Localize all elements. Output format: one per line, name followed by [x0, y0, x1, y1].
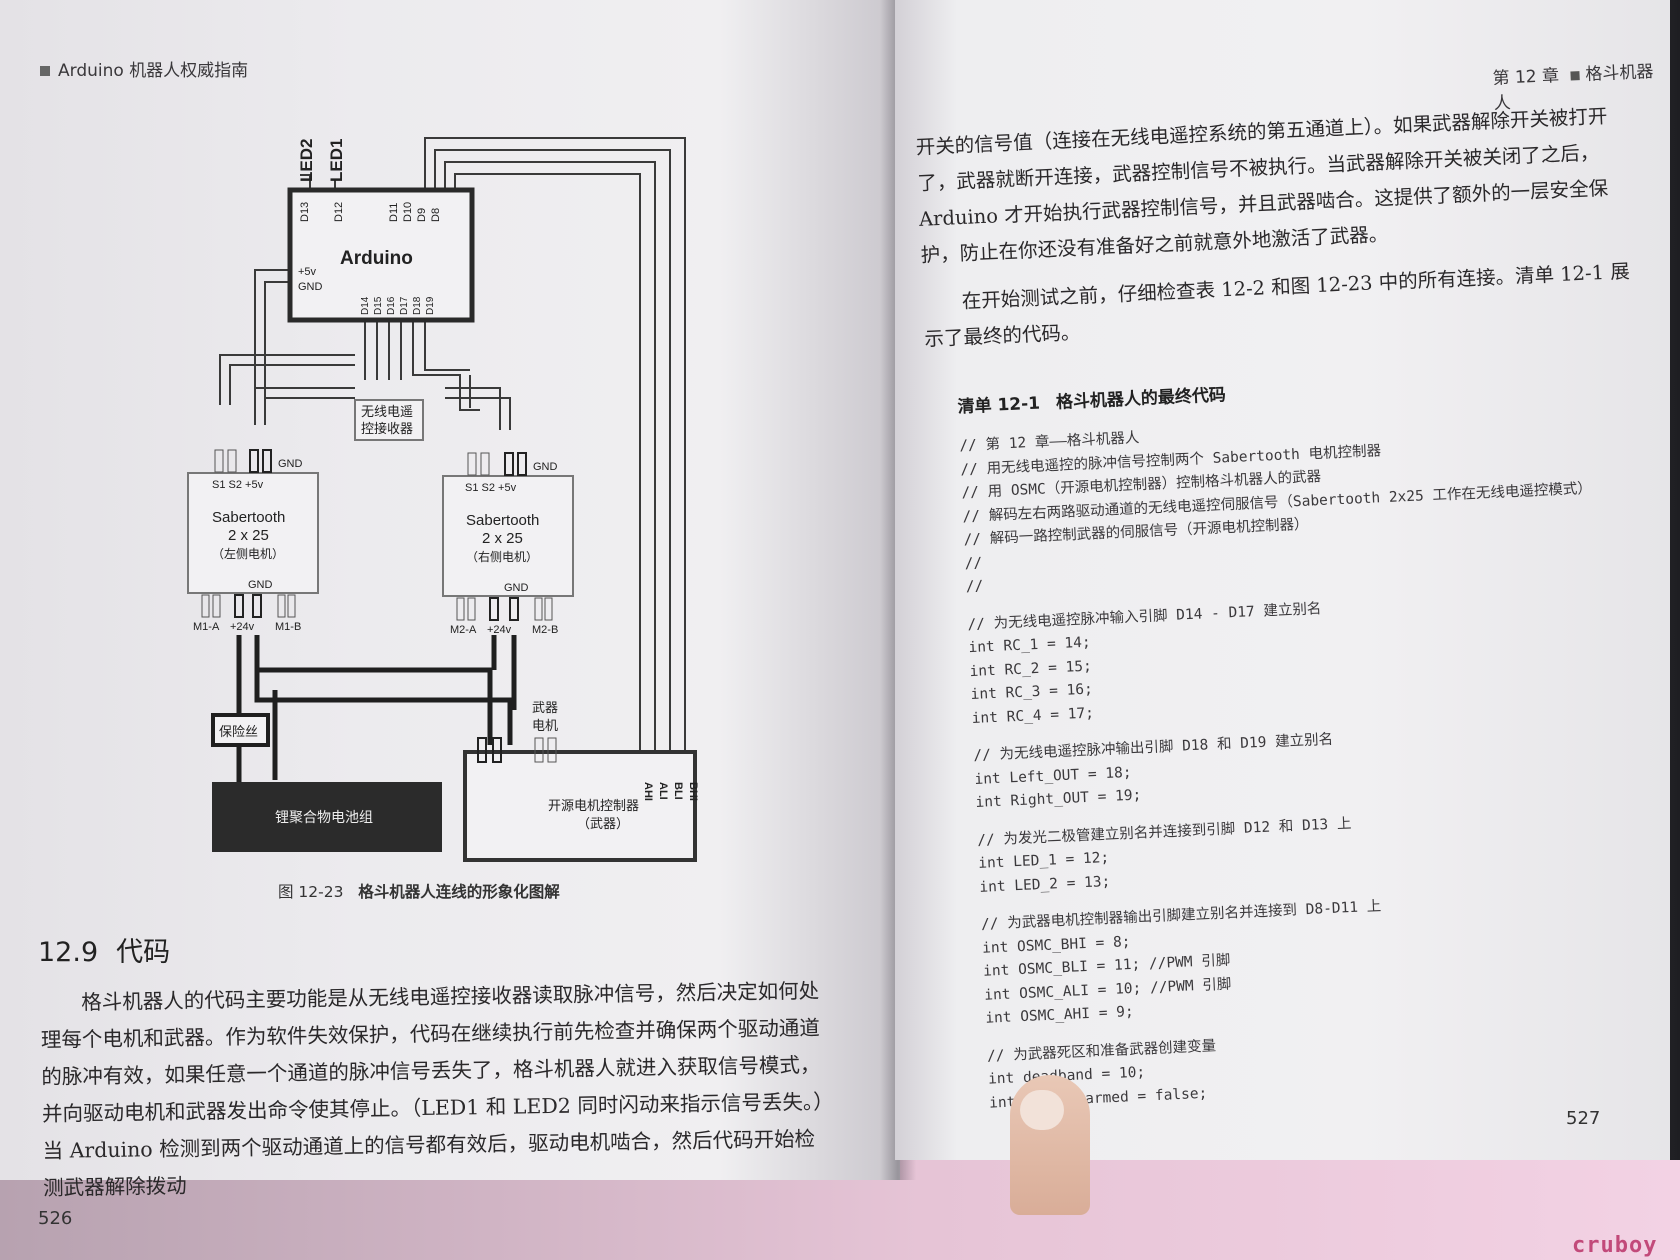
osmc-pin-ahi: AHI: [642, 782, 654, 801]
wire-d9: [434, 149, 671, 760]
arduino-board: [287, 187, 475, 323]
right-sabertooth-name: Sabertooth: [466, 512, 539, 529]
pin-d12: D12: [333, 202, 345, 222]
wiring-diagram: LED2 LED1 Arduino D13 D12 D11 D10 D9 D8 …: [187, 137, 699, 862]
rc-receiver-label-1: 无线电遥: [361, 404, 413, 419]
left-sabertooth-name: Sabertooth: [212, 509, 285, 526]
sabertooth-right: GND S1 S2 +5v Sabertooth 2 x 25 （右侧电机） G…: [442, 452, 574, 636]
pin-d19: D19: [425, 296, 436, 315]
arduino-5v-label: +5v: [298, 266, 317, 278]
figure-caption: 图 12-23 格斗机器人连线的形象化图解: [278, 883, 560, 901]
pin-d8: D8: [430, 208, 442, 222]
right-24v-label: +24v: [487, 624, 512, 636]
osmc-label-2: （武器）: [577, 816, 629, 831]
pin-d17: D17: [399, 296, 410, 315]
wire-d10: [444, 161, 656, 760]
right-gnd-label: GND: [533, 461, 558, 473]
wire-d11: [454, 173, 641, 760]
left-bottom-gnd-label: GND: [248, 579, 273, 591]
right-sabertooth-size: 2 x 25: [482, 530, 523, 547]
left-gnd-label: GND: [278, 458, 303, 470]
pin-d16: D16: [386, 296, 397, 315]
sabertooth-left: GND S1 S2 +5v Sabertooth 2 x 25 （左侧电机） G…: [187, 449, 319, 633]
left-motor-label: （左侧电机）: [212, 546, 284, 561]
right-page-content: 开关的信号值（连接在无线电遥控系统的第五通道上）。如果武器解除开关被打开了，武器…: [915, 97, 1679, 1117]
thumb-nail: [1020, 1090, 1064, 1130]
pin-d15: D15: [373, 296, 384, 315]
lipo-battery: [212, 782, 442, 852]
pin-d18: D18: [412, 296, 423, 315]
osmc-controller: [463, 750, 697, 862]
led2-label: LED2: [297, 139, 316, 182]
left-m1b-label: M1-B: [275, 621, 301, 633]
right-page: 第 12 章 格斗机器人: [895, 0, 1670, 1160]
wire-d8: [424, 137, 686, 760]
code-listing: // 第 12 章——格斗机器人// 用无线电遥控的脉冲信号控制两个 Saber…: [959, 404, 1679, 1116]
arduino-label: Arduino: [340, 248, 413, 269]
right-m2b-label: M2-B: [532, 624, 558, 636]
right-motor-label: （右侧电机）: [466, 549, 538, 564]
header-square-icon: [1570, 70, 1580, 80]
fuse-label: 保险丝: [219, 724, 258, 739]
led1-label: LED1: [327, 139, 346, 182]
battery-label: 锂聚合物电池组: [275, 809, 373, 825]
pin-d14: D14: [360, 296, 371, 315]
weapon-motor-label-1: 武器: [532, 700, 558, 715]
pin-d9: D9: [416, 208, 428, 222]
pin-d10: D10: [402, 202, 414, 222]
left-24v-label: +24v: [230, 621, 255, 633]
left-sabertooth-size: 2 x 25: [228, 527, 269, 544]
left-body-paragraph: 格斗机器人的代码主要功能是从无线电遥控接收器读取脉冲信号，然后决定如何处理每个电…: [40, 978, 824, 1200]
weapon-motor-label-2: 电机: [532, 718, 558, 733]
arduino-gnd-label: GND: [298, 281, 323, 293]
right-bottom-gnd-label: GND: [504, 582, 529, 594]
pin-d13: D13: [299, 202, 311, 222]
left-page: Arduino 机器人权威指南: [0, 0, 900, 1229]
rc-receiver: [354, 399, 424, 441]
osmc-pin-bhi: BHI: [687, 782, 699, 801]
right-s1s2-label: S1 S2 +5v: [465, 482, 517, 494]
osmc-label-1: 开源电机控制器: [548, 798, 639, 813]
left-running-header: Arduino 机器人权威指南: [40, 56, 248, 81]
section-number: 12.9: [38, 937, 99, 968]
osmc-pin-bli: BLI: [672, 782, 684, 800]
left-page-number: 526: [38, 1208, 73, 1229]
left-m1a-label: M1-A: [193, 621, 220, 633]
pin-d11: D11: [388, 203, 400, 222]
section-title: 代码: [116, 937, 171, 968]
header-square-icon: [40, 66, 50, 76]
osmc-pin-ali: ALI: [657, 782, 669, 800]
signal-wires: [219, 137, 686, 760]
wire-led2: [300, 174, 311, 190]
left-s1s2-label: S1 S2 +5v: [212, 479, 264, 491]
rc-receiver-label-2: 控接收器: [361, 421, 413, 436]
watermark: cruboy: [1572, 1233, 1658, 1258]
section-heading: 12.9 代码: [38, 930, 188, 969]
right-m2a-label: M2-A: [450, 624, 477, 636]
right-page-number: 527: [1566, 1108, 1601, 1129]
